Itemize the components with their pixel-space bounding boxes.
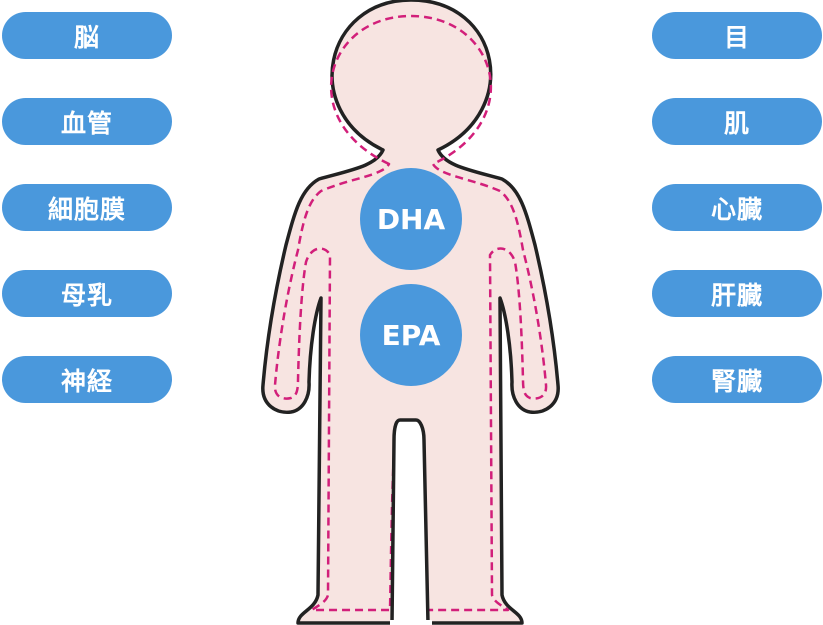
organ-label-breast-milk: 母乳: [2, 270, 172, 317]
dha-badge: DHA: [360, 168, 462, 270]
organ-label-skin: 肌: [652, 98, 822, 145]
organ-label-blood-vessels: 血管: [2, 98, 172, 145]
epa-label: EPA: [382, 319, 441, 352]
dha-label: DHA: [377, 203, 446, 236]
organ-label-brain: 脳: [2, 12, 172, 59]
ground-cover: [390, 620, 432, 625]
organ-label-kidneys: 腎臓: [652, 356, 822, 403]
organ-label-eyes: 目: [652, 12, 822, 59]
epa-badge: EPA: [360, 284, 462, 386]
leg-gap: [390, 418, 430, 625]
organ-label-liver: 肝臓: [652, 270, 822, 317]
organ-label-nerves: 神経: [2, 356, 172, 403]
organ-label-heart: 心臓: [652, 184, 822, 231]
organ-label-cell-membrane: 細胞膜: [2, 184, 172, 231]
